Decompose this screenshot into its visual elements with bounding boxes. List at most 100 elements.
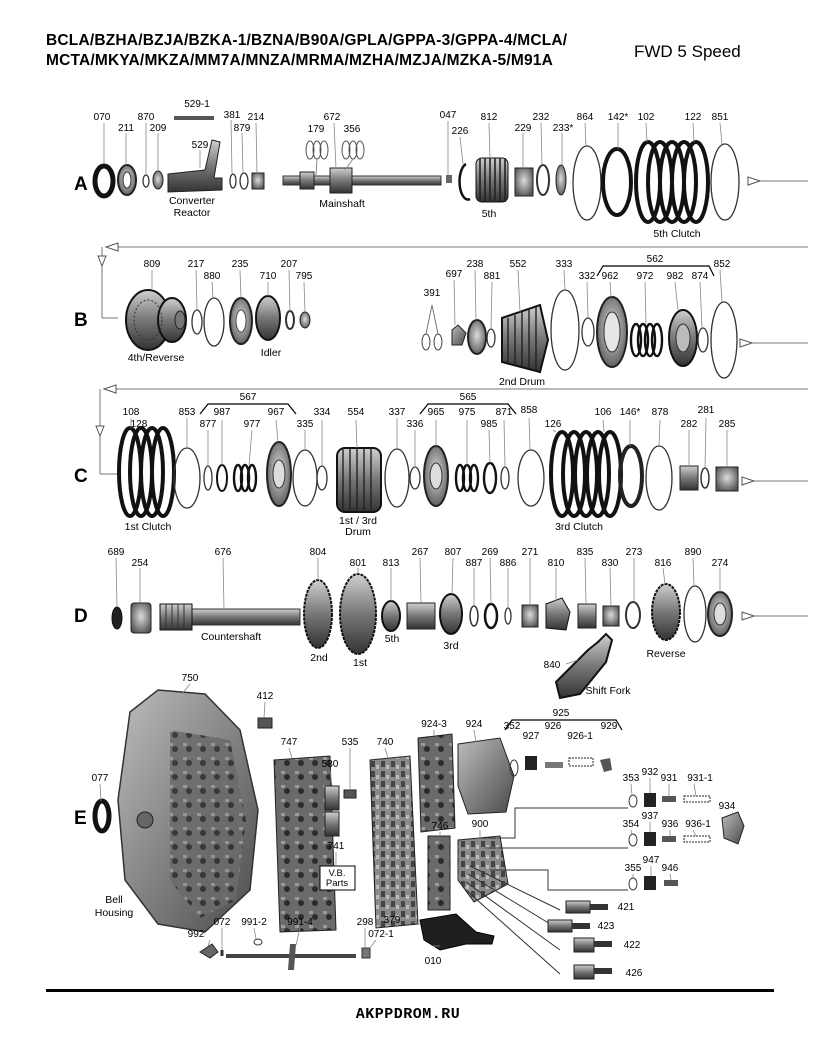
label-809: 809 xyxy=(144,259,161,270)
row-d-parts xyxy=(111,573,733,700)
rings-179 xyxy=(305,140,329,160)
ring-334 xyxy=(316,465,328,491)
label-077: 077 xyxy=(92,773,109,784)
accumulator-parts xyxy=(628,793,711,891)
label-880: 880 xyxy=(204,271,221,282)
label-992: 992 xyxy=(188,929,205,940)
row-letter-a: A xyxy=(74,174,88,195)
washer-207 xyxy=(285,310,295,330)
footer-site: AKPPDROM.RU xyxy=(355,1006,461,1023)
snapring-853 xyxy=(173,447,201,509)
label-391: 391 xyxy=(424,288,441,299)
label-900: 900 xyxy=(472,819,489,830)
gear-801-1st xyxy=(339,573,377,655)
label-229: 229 xyxy=(515,123,532,134)
label-987: 987 xyxy=(214,407,231,418)
label-235: 235 xyxy=(232,259,249,270)
label-529: 529 xyxy=(192,140,209,151)
sleeve-267 xyxy=(406,602,436,630)
label-334: 334 xyxy=(314,407,331,418)
ring-874 xyxy=(697,327,709,353)
ring-336 xyxy=(409,466,421,490)
part-535 xyxy=(343,789,357,799)
label-335: 335 xyxy=(297,419,314,430)
label-835: 835 xyxy=(577,547,594,558)
label-926: 926 xyxy=(545,721,562,732)
plate-146 xyxy=(618,444,644,508)
caption-idler: Idler xyxy=(261,347,282,359)
vb-parts-box xyxy=(319,865,356,891)
ring-881 xyxy=(486,328,496,348)
label-927: 927 xyxy=(523,731,540,742)
label-281: 281 xyxy=(698,405,715,416)
label-812: 812 xyxy=(481,112,498,123)
washer-233 xyxy=(555,164,567,196)
caption-mainshaft: Mainshaft xyxy=(319,198,365,210)
label-947: 947 xyxy=(643,855,660,866)
label-267: 267 xyxy=(412,547,429,558)
caption-reverse: Reverse xyxy=(646,648,685,660)
label-336: 336 xyxy=(407,419,424,430)
hub-835 xyxy=(577,603,597,629)
caption-parts: Parts xyxy=(326,878,348,889)
label-379: 379 xyxy=(384,915,401,926)
row-e-parts xyxy=(92,689,745,980)
snapring-858 xyxy=(517,449,545,507)
sensor-412 xyxy=(257,717,273,729)
label-332: 332 xyxy=(579,271,596,282)
label-233: 233* xyxy=(553,123,574,134)
caption-converter: Converter xyxy=(169,195,216,207)
lever xyxy=(288,944,296,970)
label-740: 740 xyxy=(377,737,394,748)
part-numbers: 070 211 870 209 529-1 529 381 879 214 67… xyxy=(92,99,736,979)
ring-870 xyxy=(142,174,150,188)
label-929: 929 xyxy=(601,721,618,732)
label-298: 298 xyxy=(357,917,374,928)
label-207: 207 xyxy=(281,259,298,270)
bearing-271 xyxy=(521,604,539,628)
solenoid-422 xyxy=(573,937,595,953)
solenoid-421 xyxy=(565,900,591,914)
row-c-parts xyxy=(117,426,739,518)
label-271: 271 xyxy=(522,547,539,558)
label-879: 879 xyxy=(234,123,251,134)
label-795: 795 xyxy=(296,271,313,282)
label-741: 741 xyxy=(328,841,345,852)
part-992 xyxy=(199,943,219,959)
label-985: 985 xyxy=(481,419,498,430)
label-887: 887 xyxy=(466,558,483,569)
snapring-890 xyxy=(683,585,707,643)
label-925: 925 xyxy=(553,708,570,719)
label-937: 937 xyxy=(642,811,659,822)
ring-877 xyxy=(203,465,213,491)
label-991-2: 991-2 xyxy=(241,917,267,928)
bearing-254 xyxy=(130,602,152,634)
label-977: 977 xyxy=(244,419,261,430)
label-965: 965 xyxy=(428,407,445,418)
caption-2nd-drum: 2nd Drum xyxy=(499,376,545,388)
label-106: 106 xyxy=(595,407,612,418)
part-697 xyxy=(451,324,467,346)
label-946: 946 xyxy=(662,863,679,874)
snapring-852 xyxy=(710,301,738,379)
label-676: 676 xyxy=(215,547,232,558)
gear-804-2nd xyxy=(303,579,333,649)
caption-2nd: 2nd xyxy=(310,652,328,664)
rings-391 xyxy=(421,333,443,351)
drum-554-1st-3rd xyxy=(336,447,382,513)
valve-body-740 xyxy=(369,755,419,929)
label-179: 179 xyxy=(308,124,325,135)
label-672: 672 xyxy=(324,112,341,123)
ring-886 xyxy=(504,607,512,625)
label-285: 285 xyxy=(719,419,736,430)
caption-bell: Bell xyxy=(105,894,123,906)
filters-530 xyxy=(324,785,340,837)
plate-142 xyxy=(601,147,633,217)
spring-975 xyxy=(454,463,480,493)
clutch-pack-5th xyxy=(634,140,710,224)
washer-269 xyxy=(483,602,499,630)
gear-813-5th xyxy=(381,600,401,632)
seal-070 xyxy=(92,163,116,199)
label-282: 282 xyxy=(681,419,698,430)
